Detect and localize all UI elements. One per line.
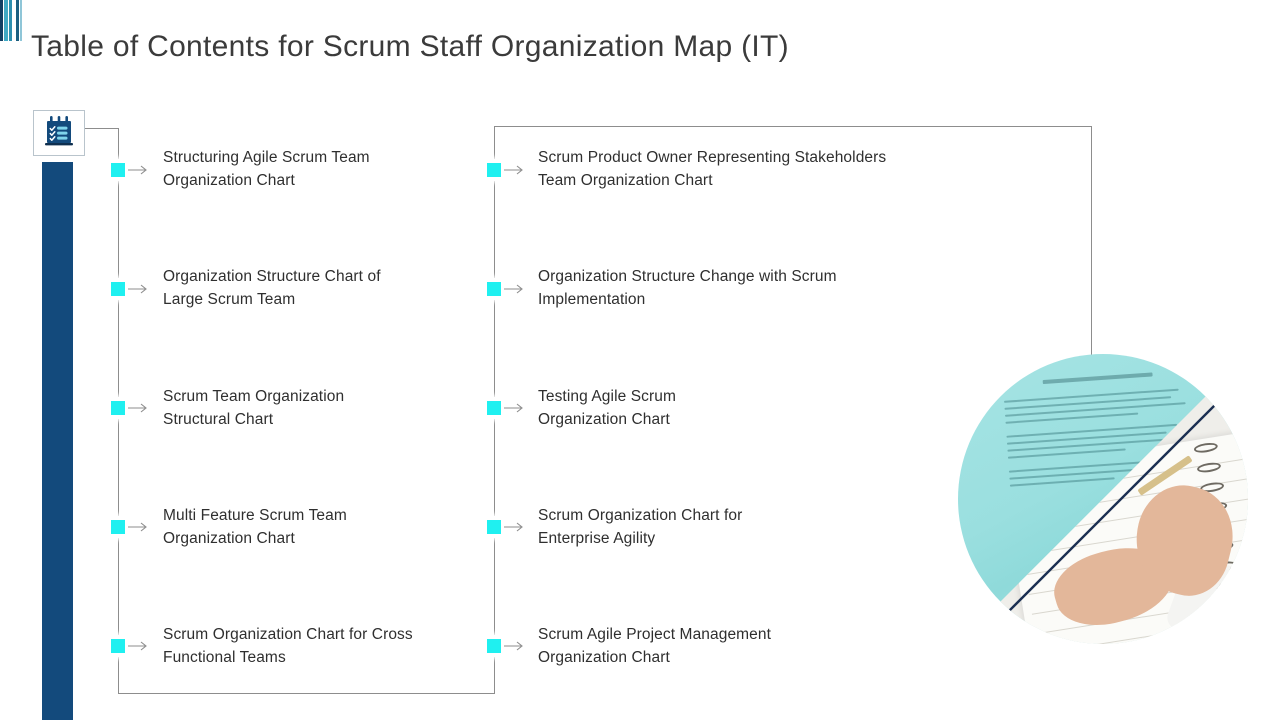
page-title: Table of Contents for Scrum Staff Organi…: [31, 30, 789, 63]
corner-stripes-decoration: [0, 0, 24, 41]
arrow-right-icon: [504, 521, 526, 533]
toc-item-label: Scrum Organization Chart for Cross Funct…: [163, 626, 413, 666]
toc-item-label: Scrum Team Organization Structural Chart: [163, 388, 345, 428]
toc-item-label: Scrum Product Owner Representing Stakeho…: [538, 149, 887, 189]
cyan-square-marker: [107, 159, 129, 181]
arrow-right-icon: [504, 640, 526, 652]
arrow-right-icon: [128, 402, 150, 414]
cyan-square-marker: [483, 159, 505, 181]
cyan-square-marker: [107, 635, 129, 657]
hand-writing-in-notebook-photo: [958, 354, 1248, 644]
navy-accent-bar: [42, 162, 73, 720]
cyan-square-marker: [107, 516, 129, 538]
arrow-right-icon: [504, 283, 526, 295]
toc-item-label: Scrum Organization Chart for Enterprise …: [538, 507, 743, 547]
checklist-notepad-icon: [44, 115, 74, 152]
arrow-right-icon: [504, 402, 526, 414]
toc-item-label: Organization Structure Change with Scrum…: [538, 268, 837, 308]
arrow-right-icon: [504, 164, 526, 176]
toc-item-label: Organization Structure Chart of Large Sc…: [163, 268, 381, 308]
cyan-square-marker: [107, 397, 129, 419]
connector-top-horizontal: [494, 126, 1092, 127]
toc-item-label: Multi Feature Scrum Team Organization Ch…: [163, 507, 347, 547]
connector-bottom-horizontal: [118, 693, 495, 694]
cyan-square-marker: [107, 278, 129, 300]
cyan-square-marker: [483, 635, 505, 657]
arrow-right-icon: [128, 283, 150, 295]
arrow-right-icon: [128, 164, 150, 176]
cyan-square-marker: [483, 278, 505, 300]
arrow-right-icon: [128, 640, 150, 652]
connector-right-vertical: [1091, 126, 1092, 384]
connector-icon-horizontal: [85, 128, 119, 129]
cyan-square-marker: [483, 397, 505, 419]
toc-icon-card[interactable]: [33, 110, 85, 156]
toc-item-label: Scrum Agile Project Management Organizat…: [538, 626, 772, 666]
cyan-square-marker: [483, 516, 505, 538]
toc-item-label: Testing Agile Scrum Organization Chart: [538, 388, 677, 428]
toc-item-label: Structuring Agile Scrum Team Organizatio…: [163, 149, 370, 189]
arrow-right-icon: [128, 521, 150, 533]
